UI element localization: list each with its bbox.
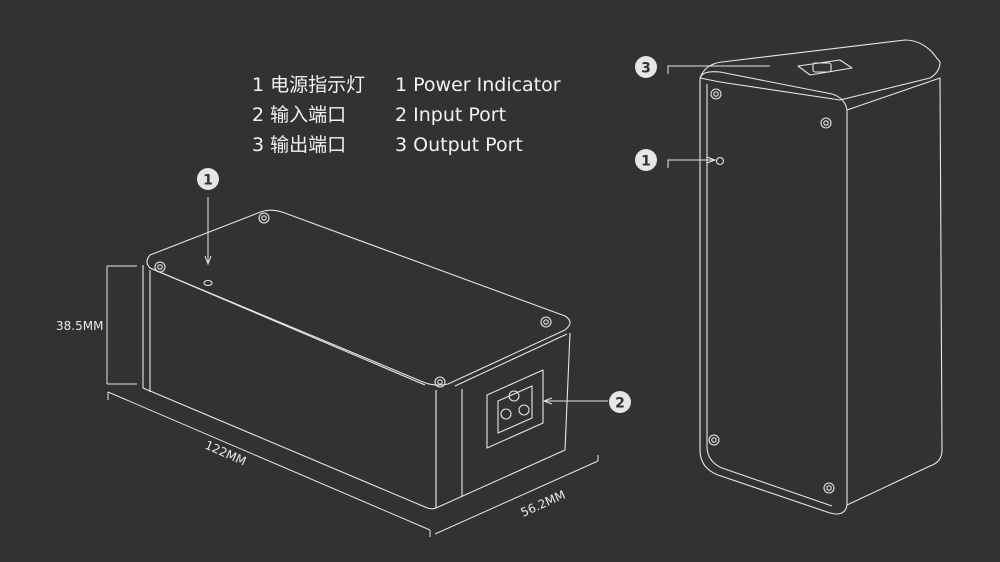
screw-icon xyxy=(710,88,722,100)
legend-label-en: 3 Output Port xyxy=(395,134,523,156)
legend-label-en: 1 Power Indicator xyxy=(395,74,561,96)
screw-icon xyxy=(708,434,720,446)
length-dimension-line xyxy=(107,391,431,537)
screw-icon xyxy=(823,482,835,494)
callout-badge-2: 2 xyxy=(609,391,631,413)
svg-text:1: 1 xyxy=(641,154,651,170)
screw-icon xyxy=(434,376,446,388)
power-indicator-icon xyxy=(715,156,725,166)
height-dimension-label: 38.5MM xyxy=(56,319,103,333)
legend-item: 3 输出端口 3 Output Port xyxy=(252,130,561,160)
height-dimension-line xyxy=(106,265,137,385)
legend-label-cn: 3 输出端口 xyxy=(252,134,347,156)
callout-badge-1-right: 1 xyxy=(635,149,657,171)
callout-badge-3: 3 xyxy=(635,56,657,78)
arrow-3 xyxy=(667,65,770,74)
power-indicator-icon xyxy=(203,279,213,287)
screw-icon xyxy=(154,261,166,273)
screw-icon xyxy=(258,212,270,224)
output-port-icon xyxy=(797,59,853,76)
screw-icon xyxy=(820,117,832,129)
legend-label-en: 2 Input Port xyxy=(395,104,507,126)
callout-arrows xyxy=(204,65,770,405)
left-device-front-face xyxy=(142,265,437,510)
left-device-top-face xyxy=(146,209,571,386)
legend-label-cn: 1 电源指示灯 xyxy=(252,74,366,96)
arrow-1-right xyxy=(667,159,713,168)
legend: 1 电源指示灯 1 Power Indicator 2 输入端口 2 Input… xyxy=(252,70,561,160)
svg-text:3: 3 xyxy=(641,61,651,77)
right-device-side-face xyxy=(846,77,943,506)
legend-label-cn: 2 输入端口 xyxy=(252,104,347,126)
callout-badge-1-left: 1 xyxy=(197,168,219,190)
width-dimension-line xyxy=(434,455,599,535)
left-device-end-face xyxy=(435,332,571,509)
legend-item: 2 输入端口 2 Input Port xyxy=(252,100,561,130)
left-device xyxy=(142,209,571,510)
right-device-top-face xyxy=(699,39,941,101)
right-device xyxy=(699,39,943,515)
screw-icon xyxy=(540,316,552,328)
input-port-icon xyxy=(486,369,544,449)
legend-item: 1 电源指示灯 1 Power Indicator xyxy=(252,70,561,100)
right-device-front-face xyxy=(699,71,848,515)
width-dimension-label: 56.2MM xyxy=(519,488,568,520)
dimension-lines xyxy=(106,265,599,537)
svg-text:2: 2 xyxy=(615,396,625,412)
svg-text:1: 1 xyxy=(203,173,213,189)
